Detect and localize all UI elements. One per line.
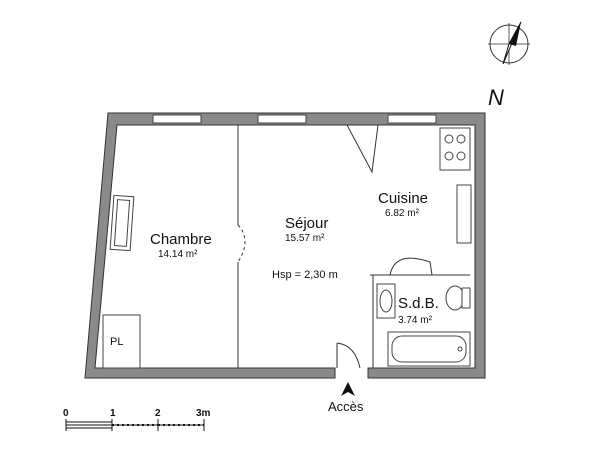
- scale-tick-3m: 3m: [196, 408, 211, 419]
- closet: [102, 314, 141, 369]
- scale-tick-1: 1: [110, 408, 116, 419]
- bathtub: [387, 331, 471, 367]
- outer-walls: [84, 112, 486, 379]
- scale-bar: [65, 419, 205, 431]
- interior-walls: [237, 125, 470, 368]
- door-swings: [237, 124, 433, 369]
- room-name-cuisine: Cuisine: [378, 190, 428, 207]
- compass-icon: [488, 21, 530, 65]
- room-name-sejour: Séjour: [285, 215, 328, 232]
- windows-top: [152, 114, 437, 124]
- scale-tick-0: 0: [63, 408, 69, 419]
- ceiling-height: Hsp = 2,30 m: [272, 269, 338, 281]
- room-area-sdb: 3.74 m²: [398, 315, 433, 326]
- kitchen-cabinet: [456, 184, 472, 244]
- stove: [439, 127, 471, 171]
- entrance-label: Accès: [328, 399, 364, 414]
- room-name-sdb: S.d.B.: [398, 295, 439, 312]
- room-area-sejour: 15.57 m²: [285, 233, 325, 244]
- entrance-arrow-icon: [341, 382, 355, 396]
- left-window-inner: [113, 199, 131, 247]
- room-area-cuisine: 6.82 m²: [385, 208, 420, 219]
- room-area-chambre: 14.14 m²: [158, 249, 198, 260]
- washbasin: [376, 283, 396, 319]
- scale-tick-2: 2: [155, 408, 161, 419]
- room-name-chambre: Chambre: [150, 231, 212, 248]
- toilet: [445, 285, 471, 311]
- north-label: N: [488, 85, 504, 110]
- closet-label: PL: [110, 336, 123, 348]
